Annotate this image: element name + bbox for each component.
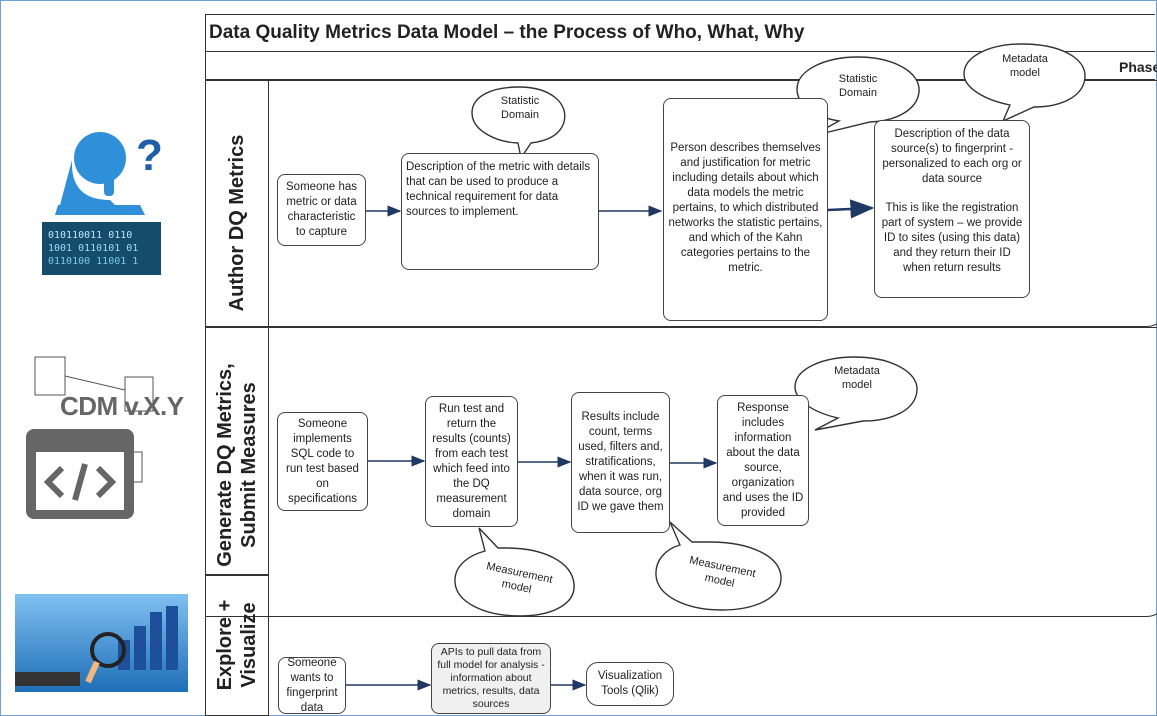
box-response-includes: Response includes information about the … bbox=[717, 395, 809, 526]
callout-measurement-model-2 bbox=[655, 521, 782, 611]
phase-label: Phase bbox=[1119, 59, 1157, 75]
box-run-test: Run test and return the results (counts)… bbox=[425, 396, 518, 527]
box-data-source-description-text: Description of the data source(s) to fin… bbox=[882, 128, 1022, 185]
box-data-source-description: Description of the data source(s) to fin… bbox=[874, 120, 1030, 298]
box-someone-has-metric: Someone has metric or data characteristi… bbox=[277, 174, 366, 246]
svg-text:1001 0110101 01: 1001 0110101 01 bbox=[48, 243, 138, 254]
box-someone-implements-text: Someone implements SQL code to run test … bbox=[286, 417, 359, 505]
box-metric-description: Description of the metric with details t… bbox=[401, 153, 599, 270]
box-someone-implements: Someone implements SQL code to run test … bbox=[277, 412, 368, 511]
magnifier-icon bbox=[85, 632, 126, 684]
callout-measurement-model-1 bbox=[454, 527, 575, 617]
thinking-person-icon bbox=[55, 132, 145, 215]
metadata-model-1-text: Metadata model bbox=[990, 52, 1060, 80]
title-bar bbox=[205, 14, 1155, 52]
box-someone-wants: Someone wants to fingerprint data bbox=[278, 657, 346, 714]
metadata-model-2-line2: model bbox=[842, 379, 872, 391]
box-results-include-text: Results include count, terms used, filte… bbox=[577, 411, 664, 513]
callout-statistic-domain-1 bbox=[471, 86, 566, 160]
statistic-domain-1-text: Statistic Domain bbox=[484, 94, 556, 122]
svg-text:0110100 11001 1: 0110100 11001 1 bbox=[48, 256, 138, 267]
code-icon bbox=[26, 429, 134, 519]
box-person-describes-text: Person describes themselves and justific… bbox=[668, 142, 823, 274]
callout-metadata-model-2 bbox=[794, 356, 918, 431]
svg-text:010110011 0110: 010110011 0110 bbox=[48, 230, 132, 241]
callout-metadata-model-1 bbox=[963, 43, 1086, 123]
question-mark-icon: ? bbox=[136, 131, 163, 180]
statistic-domain-1-line2: Domain bbox=[501, 109, 539, 121]
box-registration-note-text: This is like the registration part of sy… bbox=[881, 202, 1023, 274]
box-someone-wants-text: Someone wants to fingerprint data bbox=[286, 656, 338, 714]
statistic-domain-1-line1: Statistic bbox=[500, 95, 540, 107]
box-visualization-tools: Visualization Tools (Qlik) bbox=[586, 662, 674, 706]
box-someone-has-metric-text: Someone has metric or data characteristi… bbox=[286, 181, 357, 238]
metadata-model-1-line1: Metadata bbox=[1002, 53, 1048, 65]
statistic-domain-2-line1: Statistic bbox=[838, 73, 878, 85]
lane-author-label-cell bbox=[205, 80, 269, 327]
box-response-includes-text: Response includes information about the … bbox=[722, 401, 804, 519]
svg-text:?: ? bbox=[136, 131, 163, 180]
lane-generate-label-cell bbox=[205, 327, 269, 575]
metadata-model-1-line2: model bbox=[1010, 67, 1040, 79]
box-apis: APIs to pull data from full model for an… bbox=[431, 643, 551, 714]
metadata-model-2-line1: Metadata bbox=[834, 365, 880, 377]
binary-data-icon: 010110011 0110 1001 0110101 01 0110100 1… bbox=[42, 222, 161, 275]
analytics-chart-icon bbox=[15, 594, 188, 692]
box-visualization-tools-text: Visualization Tools (Qlik) bbox=[597, 670, 663, 697]
metadata-model-2-text: Metadata model bbox=[822, 364, 892, 392]
box-metric-description-text: Description of the metric with details t… bbox=[406, 161, 591, 218]
flow-arrows bbox=[346, 199, 875, 691]
statistic-domain-2-line2: Domain bbox=[839, 87, 877, 99]
box-apis-text: APIs to pull data from full model for an… bbox=[437, 646, 545, 710]
box-results-include: Results include count, terms used, filte… bbox=[571, 392, 670, 533]
phase-bar bbox=[205, 52, 1155, 80]
diagram-title: Data Quality Metrics Data Model – the Pr… bbox=[209, 22, 805, 43]
box-run-test-text: Run test and return the results (counts)… bbox=[432, 402, 511, 520]
box-person-describes: Person describes themselves and justific… bbox=[663, 98, 828, 321]
statistic-domain-2-text: Statistic Domain bbox=[822, 72, 894, 100]
cdm-version-label: CDM v.X.Y bbox=[60, 391, 184, 421]
